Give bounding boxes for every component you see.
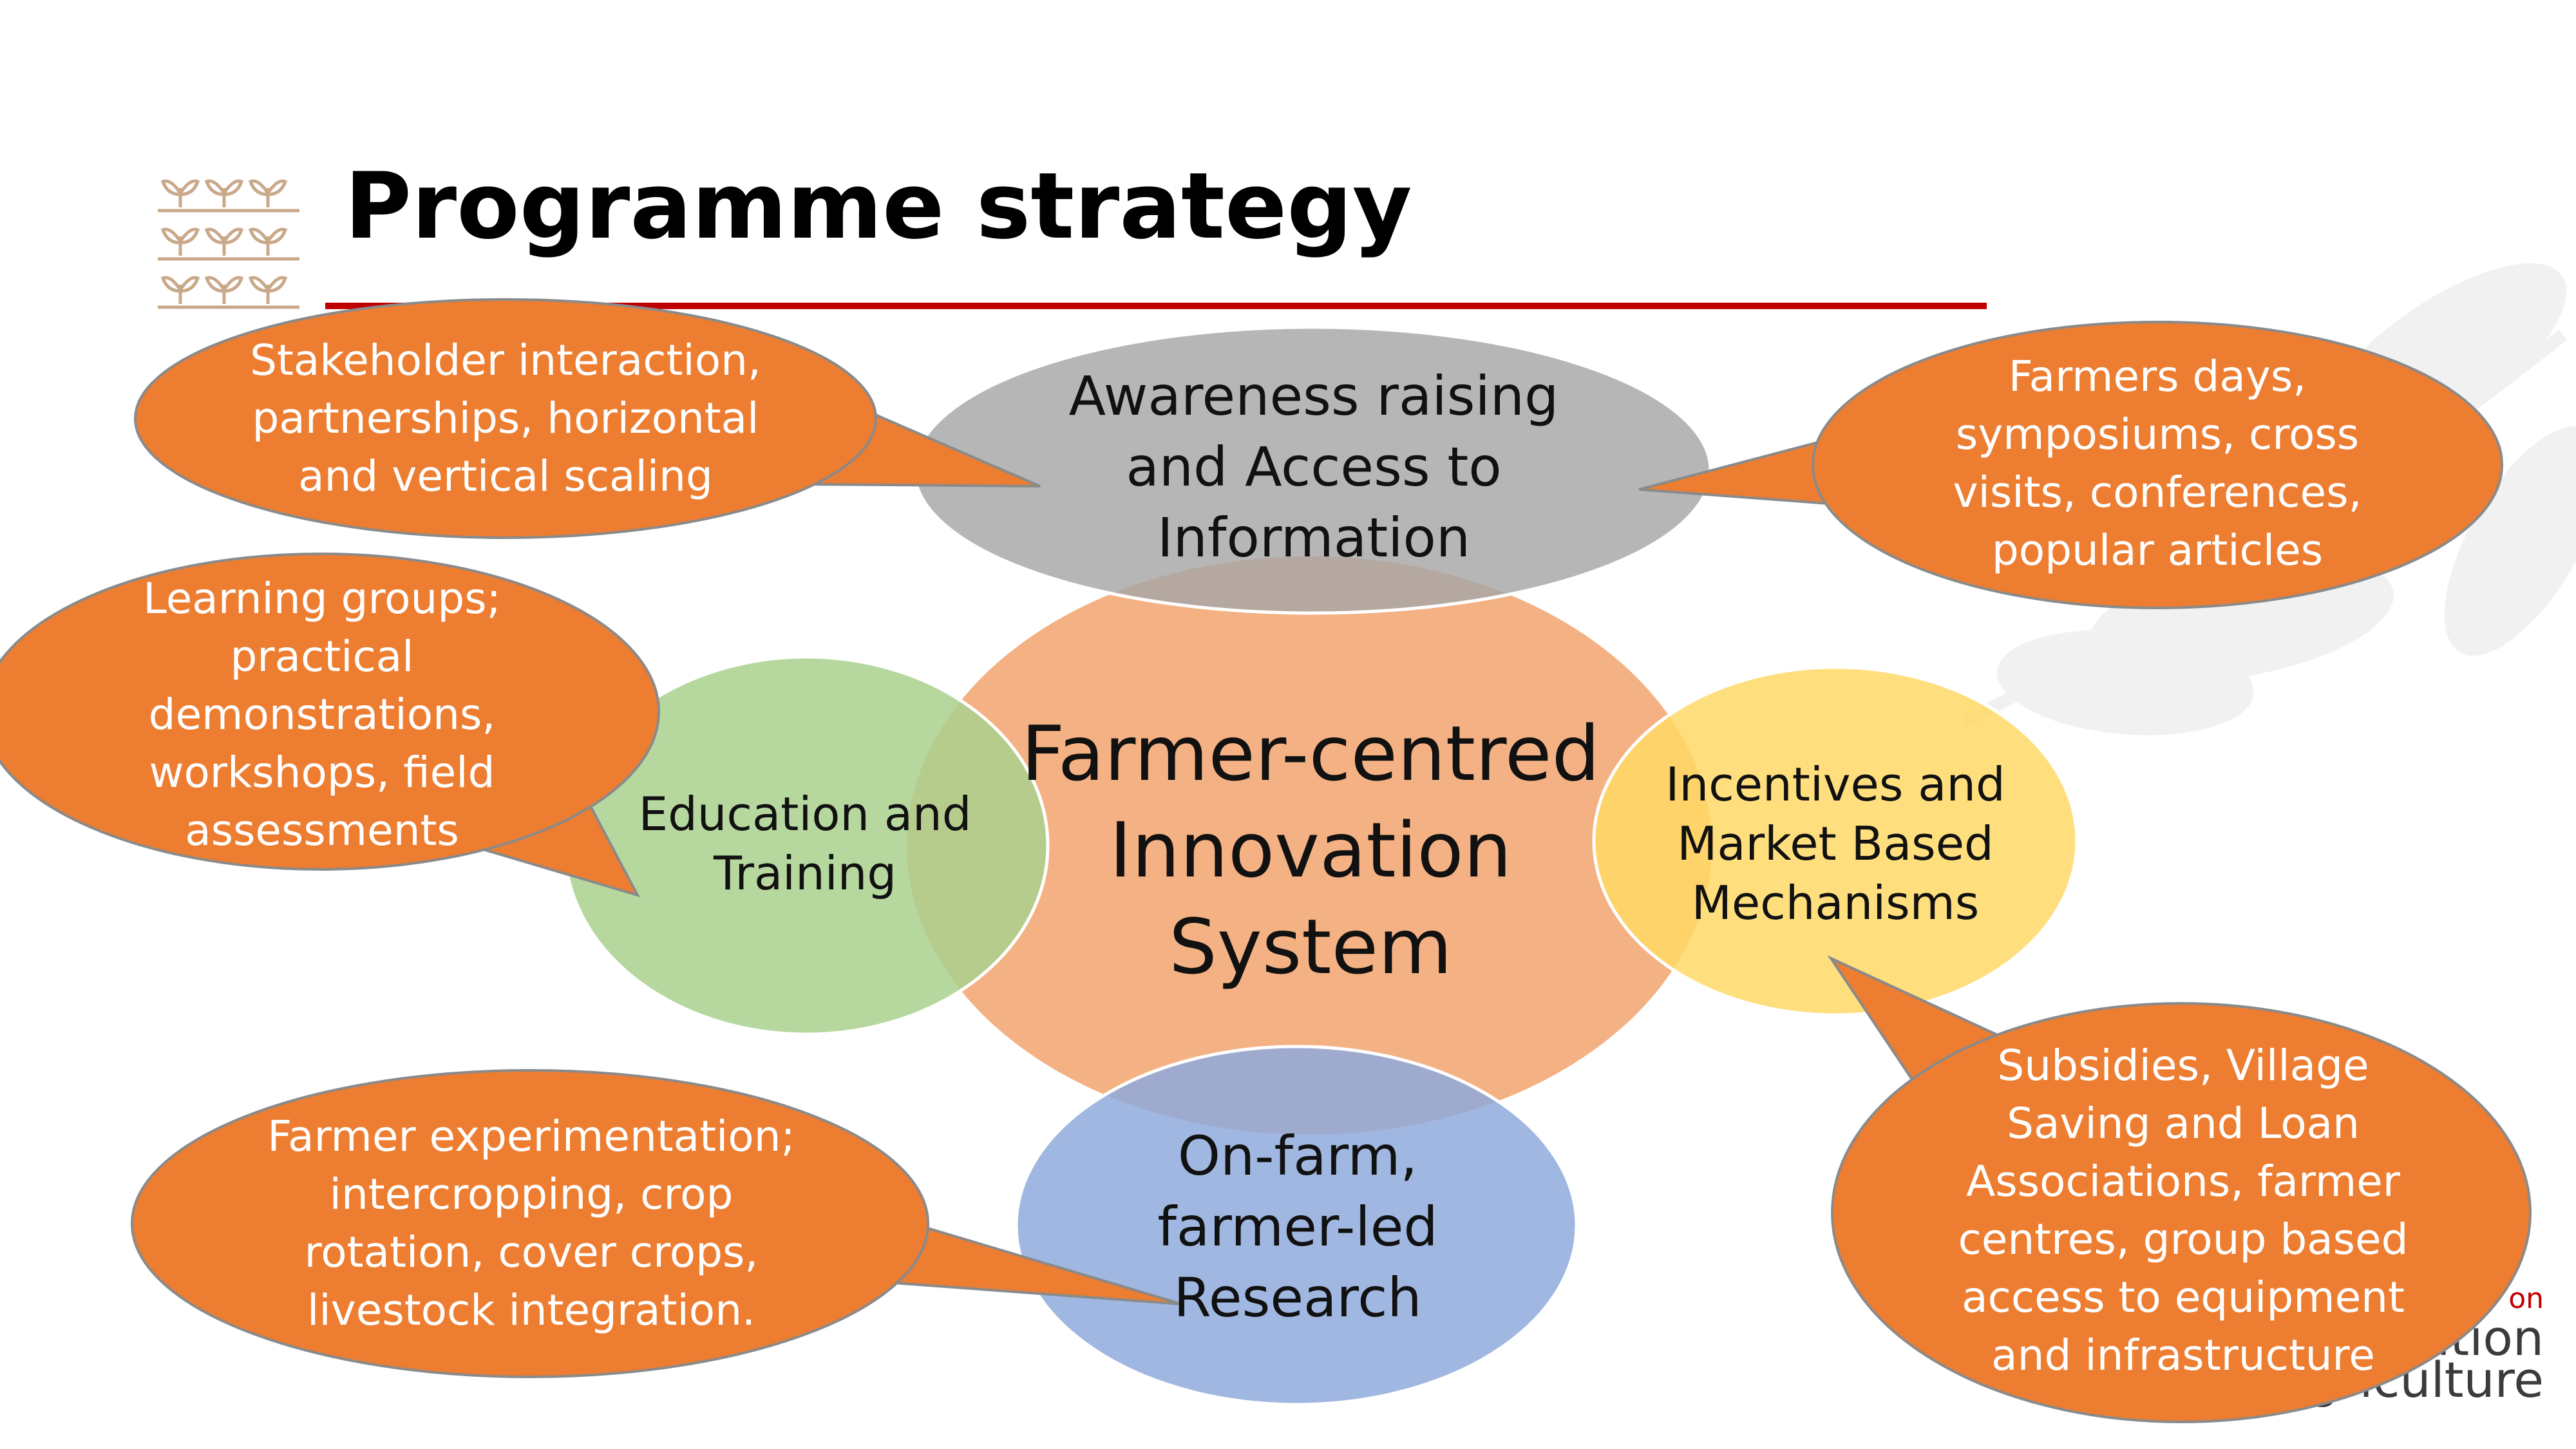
brand-line-1: on: [2508, 1282, 2544, 1315]
circle-left-label: Education and Training: [638, 787, 972, 900]
page-title: Programme strategy: [345, 153, 1412, 260]
circle-bottom-label: On-farm, farmer-led Research: [1157, 1124, 1438, 1329]
sprouts-logo-icon: [158, 169, 299, 309]
circle-right-label: Incentives and Market Based Mechanisms: [1665, 757, 2005, 930]
circle-right: [1592, 665, 2079, 1017]
callout-subsidies-text: Subsidies, Village Saving and Loan Assoc…: [1958, 1041, 2409, 1380]
center-label: Farmer-centred Innovation System: [1021, 709, 1600, 991]
callout-stakeholder-text: Stakeholder interaction, partnerships, h…: [250, 336, 761, 501]
callout-learning-text: Learning groups; practical demonstration…: [143, 574, 501, 855]
title-underline: [325, 303, 1987, 309]
circle-top-label: Awareness raising and Access to Informat…: [1068, 365, 1559, 569]
callout-farmers-days-text: Farmers days, symposiums, cross visits, …: [1953, 352, 2362, 575]
callout-experimentation-text: Farmer experimentation; intercropping, c…: [267, 1112, 795, 1335]
circle-bottom: [1014, 1045, 1578, 1406]
